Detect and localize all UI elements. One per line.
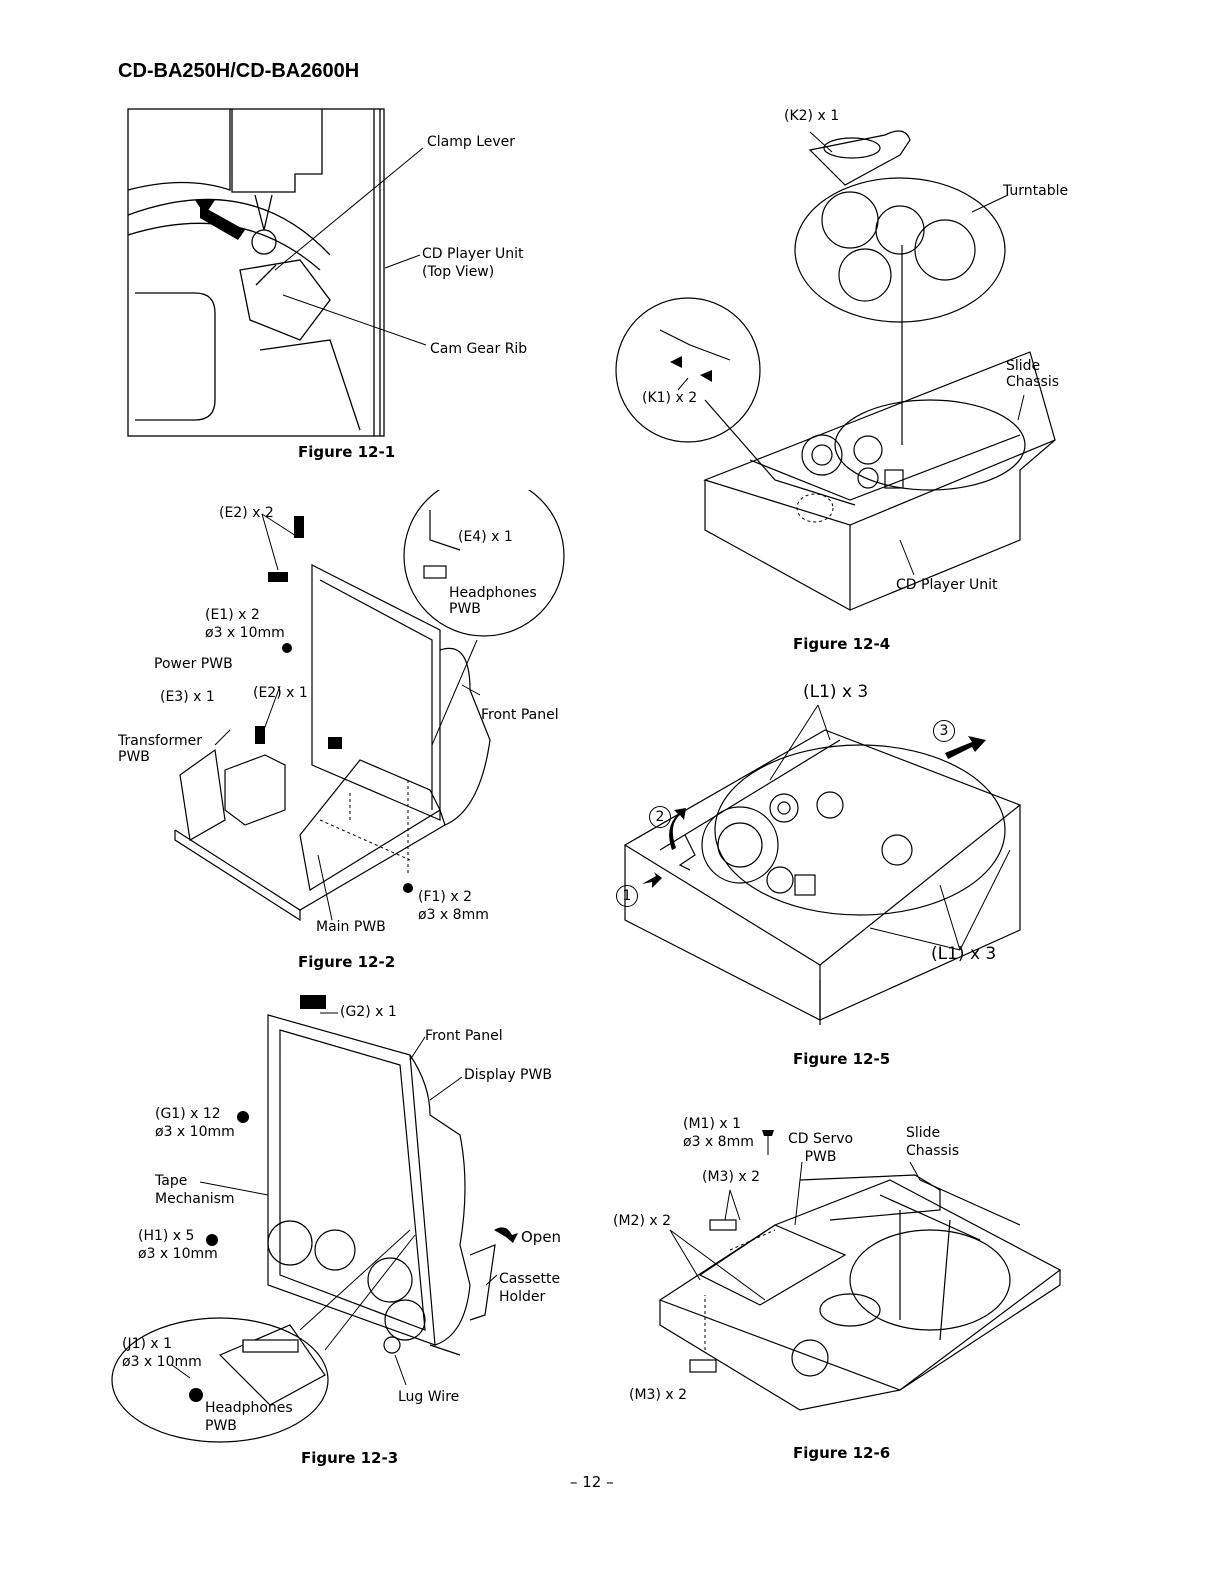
e4-label: (E4) x 1 xyxy=(458,529,513,545)
cam-gear-rib-label: Cam Gear Rib xyxy=(430,341,528,357)
j1-label: (J1) x 1 ø3 x 10mm xyxy=(122,1336,202,1370)
display-pwb-label: Display PWB xyxy=(464,1067,552,1083)
lug-wire-label: Lug Wire xyxy=(398,1389,460,1405)
main-pwb-label: Main PWB xyxy=(316,919,386,935)
step-1-marker: 1 xyxy=(616,885,638,907)
step-3-marker: 3 xyxy=(933,720,955,742)
m2-label: (M2) x 2 xyxy=(613,1213,672,1229)
figure-12-2-caption: Figure 12-2 xyxy=(298,953,396,971)
m1-label: (M1) x 1 ø3 x 8mm xyxy=(683,1116,754,1150)
slide-chassis-label-6: Slide Chassis xyxy=(906,1125,959,1159)
step-2-marker: 2 xyxy=(649,806,671,828)
figure-12-6: (M1) x 1 ø3 x 8mm CD Servo PWB Slide Cha… xyxy=(600,1100,1220,1470)
figure-12-5-caption: Figure 12-5 xyxy=(793,1050,891,1068)
model-header: CD-BA250H/CD-BA2600H xyxy=(118,60,360,82)
slide-chassis-label: Slide Chassis xyxy=(1006,358,1059,390)
e2-mid-label: (E2) x 1 xyxy=(253,685,308,701)
m3-top-label: (M3) x 2 xyxy=(702,1169,761,1185)
front-panel-label-3: Front Panel xyxy=(425,1028,503,1044)
figure-12-1-drawing xyxy=(127,108,427,437)
open-label: Open xyxy=(521,1228,562,1246)
m3-bottom-label: (M3) x 2 xyxy=(629,1387,688,1403)
clamp-lever-label: Clamp Lever xyxy=(427,134,516,150)
e3-label: (E3) x 1 xyxy=(160,689,215,705)
f1-label: (F1) x 2 ø3 x 8mm xyxy=(418,889,489,923)
figure-12-2: (E2) x 2 (E4) x 1 Headphones PWB (E1) x … xyxy=(0,490,600,980)
k2-label: (K2) x 1 xyxy=(784,108,840,124)
k1-label: (K1) x 2 xyxy=(642,390,698,406)
figure-12-2-drawing xyxy=(174,490,565,922)
page-number: – 12 – xyxy=(570,1473,614,1491)
h1-label: (H1) x 5 ø3 x 10mm xyxy=(138,1228,218,1262)
power-pwb-label: Power PWB xyxy=(154,656,233,672)
figure-12-3-drawing xyxy=(111,995,518,1443)
figure-12-6-drawing xyxy=(658,1130,1062,1411)
g1-label: (G1) x 12 ø3 x 10mm xyxy=(155,1106,235,1140)
cassette-holder-label: Cassette Holder xyxy=(499,1271,561,1305)
figure-12-4-caption: Figure 12-4 xyxy=(793,635,891,653)
g2-label: (G2) x 1 xyxy=(340,1004,397,1020)
e1-label: (E1) x 2 ø3 x 10mm xyxy=(205,607,285,641)
figure-12-3: (G2) x 1 Front Panel Display PWB (G1) x … xyxy=(0,985,600,1470)
figure-12-3-caption: Figure 12-3 xyxy=(301,1449,399,1467)
headphones-pwb-label: Headphones PWB xyxy=(449,585,537,617)
l1-top-label: (L1) x 3 xyxy=(803,682,869,702)
cd-player-unit-label-4: CD Player Unit xyxy=(896,577,998,593)
cd-player-unit-label: CD Player Unit (Top View) xyxy=(422,246,524,280)
e2-top-label: (E2) x 2 xyxy=(219,505,274,521)
front-panel-label: Front Panel xyxy=(481,707,559,723)
figure-12-4-drawing xyxy=(615,130,1056,612)
figure-12-6-caption: Figure 12-6 xyxy=(793,1444,891,1462)
cd-servo-pwb-label: CD Servo PWB xyxy=(788,1131,854,1165)
figure-12-5: (L1) x 3 (L1) x 3 3 2 1 Figure 12-5 xyxy=(600,680,1220,1080)
figure-12-1-caption: Figure 12-1 xyxy=(298,443,396,461)
tape-mechanism-label: Tape Mechanism xyxy=(155,1173,235,1207)
figure-12-4: (K2) x 1 Turntable Slide Chassis (K1) x … xyxy=(600,100,1220,660)
figure-12-1: Clamp Lever CD Player Unit (Top View) Ca… xyxy=(0,0,600,470)
figure-12-5-drawing xyxy=(623,704,1022,1025)
headphones-pwb-label-3: Headphones PWB xyxy=(205,1400,293,1434)
transformer-pwb-label: Transformer PWB xyxy=(118,733,203,765)
turntable-label: Turntable xyxy=(1003,183,1069,199)
l1-bottom-label: (L1) x 3 xyxy=(931,944,997,964)
